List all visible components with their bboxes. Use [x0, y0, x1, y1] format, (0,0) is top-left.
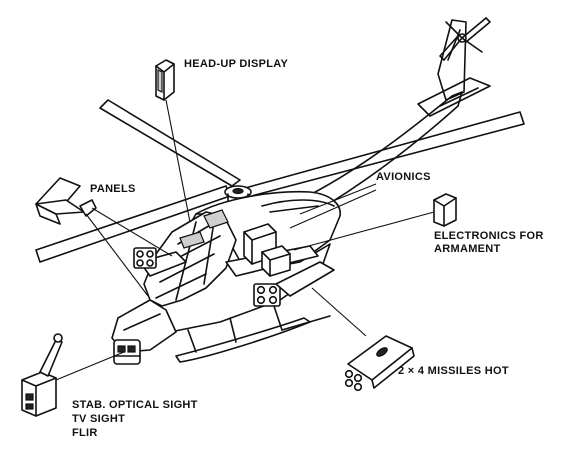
electronics-box-icon [433, 193, 457, 227]
horizontal-stabilizer [417, 77, 491, 117]
tail-rotor [439, 17, 491, 61]
stub-wing-left [139, 251, 187, 277]
label-electronics-line2: ARMAMENT [434, 243, 501, 255]
launcher-left [133, 247, 157, 269]
avionics-boxes [243, 223, 291, 277]
nose-sight-turret [113, 339, 141, 365]
missile-launchers-onboard [133, 247, 335, 307]
label-avionics: AVIONICS [376, 171, 431, 183]
label-sight-line1: STAB. OPTICAL SIGHT [72, 399, 198, 411]
tail [299, 17, 491, 215]
label-panels: PANELS [90, 183, 136, 195]
landing-skids [175, 305, 331, 363]
label-electronics-line1: ELECTRONICS FOR [434, 230, 544, 242]
fuselage [111, 190, 341, 365]
rotor-blade-right [237, 111, 525, 199]
optical-sight-icon [21, 333, 63, 417]
tail-boom [299, 91, 463, 215]
label-head-up-display: HEAD-UP DISPLAY [184, 58, 289, 70]
leader-lines [55, 99, 435, 381]
main-rotor [35, 99, 525, 263]
rotor-blade-left [99, 99, 241, 187]
tail-fin [437, 19, 467, 101]
label-sight-line2: TV SIGHT [72, 413, 126, 425]
hud-unit-icon [155, 59, 175, 101]
label-missiles: 2 × 4 MISSILES HOT [398, 365, 509, 377]
label-sight-line3: FLIR [72, 427, 98, 439]
missile-launcher-detached-icon [344, 335, 415, 392]
launcher-right [253, 283, 281, 307]
panels-icon [35, 177, 97, 225]
